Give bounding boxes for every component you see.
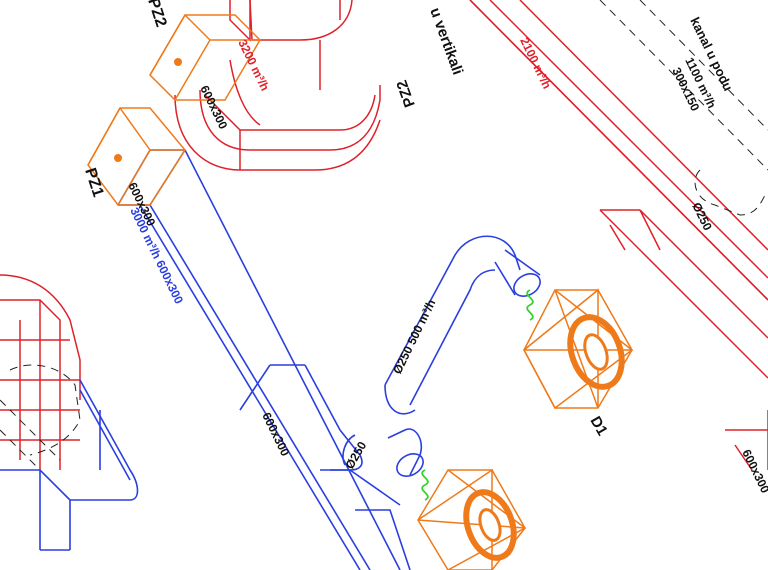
diffuser-d1-upper xyxy=(523,288,634,410)
pz2-riser-line1: PZ2 xyxy=(393,78,418,110)
exhaust-flow-label: 3200 m³/h xyxy=(235,37,272,93)
pz2-red-elbow xyxy=(174,0,381,171)
pz1-label: PZ1 xyxy=(81,166,106,199)
floor-dia-label: Ø250 xyxy=(689,200,715,233)
pz2-riser-line2: u vertikali xyxy=(426,6,466,78)
right-size-label: 600x300 xyxy=(739,447,768,495)
diffuser-label: D1 xyxy=(587,414,611,439)
pz1-box xyxy=(87,107,186,206)
blue-supply-duct xyxy=(0,149,411,570)
red-flow-label: 2100 m³/h xyxy=(517,35,554,91)
pz2-box xyxy=(149,14,261,101)
pz2-label: PZ2 xyxy=(144,0,169,29)
left-red-box xyxy=(0,274,81,470)
flex-connector-lower xyxy=(421,469,429,501)
red-main-duct xyxy=(469,0,768,471)
blue-branch-duct xyxy=(330,235,541,477)
hidden-lines xyxy=(0,0,768,471)
diffuser-d1-lower xyxy=(417,468,527,570)
flex-connector-upper xyxy=(526,289,534,321)
pz2-size-label: 600x300 xyxy=(197,83,230,131)
